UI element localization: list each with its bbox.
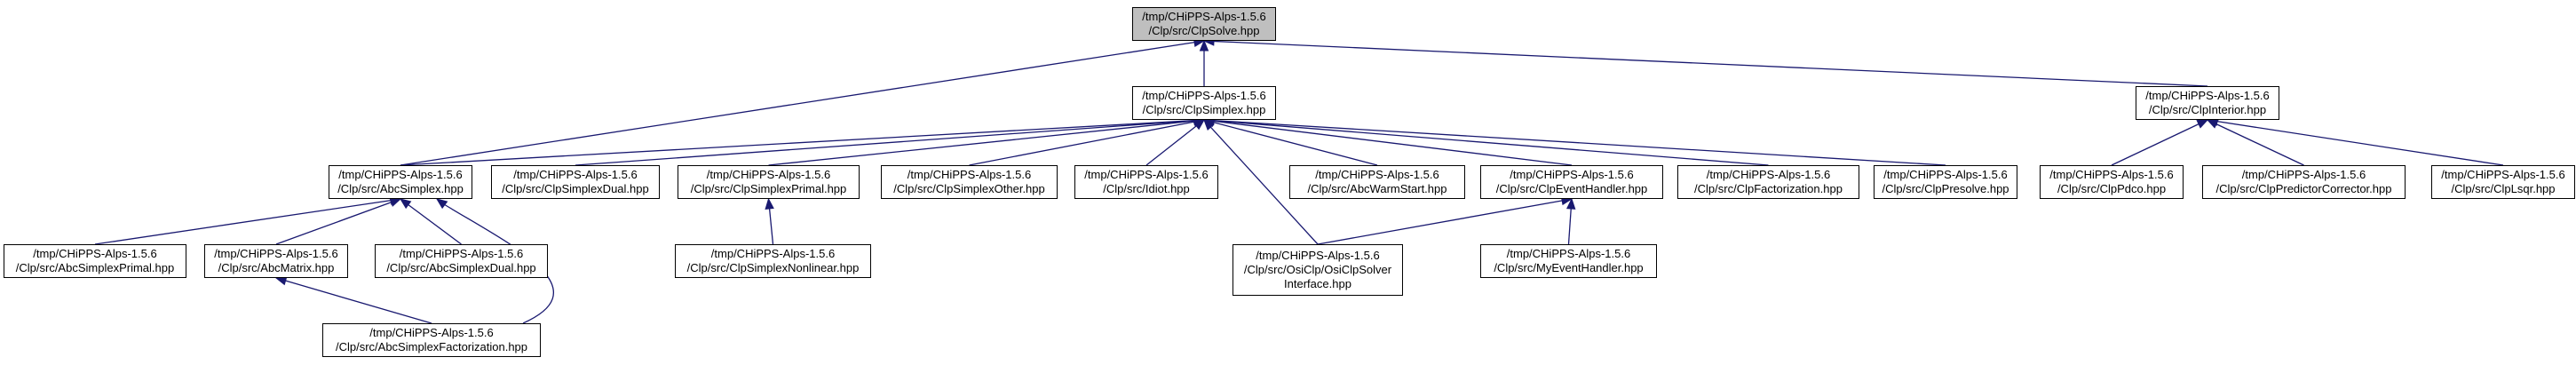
node-label: /tmp/CHiPPS-Alps-1.5.6 /Clp/src/ClpSimpl… [893,168,1045,195]
node-label: /tmp/CHiPPS-Alps-1.5.6 /Clp/src/ClpEvent… [1495,168,1648,195]
node-label: /tmp/CHiPPS-Alps-1.5.6 /Clp/src/ClpPdco.… [2049,168,2174,195]
node-clpinterior[interactable]: /tmp/CHiPPS-Alps-1.5.6 /Clp/src/ClpInter… [2136,86,2279,120]
edge-clpsimplex-to-clpsolve [1199,39,1209,86]
node-idiot[interactable]: /tmp/CHiPPS-Alps-1.5.6 /Clp/src/Idiot.hp… [1074,165,1218,199]
node-clpsimplexnonlinear[interactable]: /tmp/CHiPPS-Alps-1.5.6 /Clp/src/ClpSimpl… [675,244,871,278]
node-label: /tmp/CHiPPS-Alps-1.5.6 /Clp/src/ClpSimpl… [686,247,860,274]
edge-abcsimplexprimal-to-abcsimplex [94,195,402,245]
node-clppredictorcorrector[interactable]: /tmp/CHiPPS-Alps-1.5.6 /Clp/src/ClpPredi… [2202,165,2406,199]
node-label: /tmp/CHiPPS-Alps-1.5.6 /Clp/src/OsiClp/O… [1243,249,1392,290]
node-abcsimplex[interactable]: /tmp/CHiPPS-Alps-1.5.6 /Clp/src/AbcSimpl… [329,165,472,199]
node-clpeventhandler[interactable]: /tmp/CHiPPS-Alps-1.5.6 /Clp/src/ClpEvent… [1480,165,1663,199]
edge-clpinterior-to-clpsolve [1202,36,2208,87]
node-label: /tmp/CHiPPS-Alps-1.5.6 /Clp/src/AbcSimpl… [386,247,536,274]
node-clplsqr[interactable]: /tmp/CHiPPS-Alps-1.5.6 /Clp/src/ClpLsqr.… [2431,165,2575,199]
node-label: /tmp/CHiPPS-Alps-1.5.6 /Clp/src/ClpSimpl… [502,168,649,195]
edge-osiclpsolverinterface-to-clpsimplex [1203,119,1319,245]
node-label: /tmp/CHiPPS-Alps-1.5.6 /Clp/src/ClpSimpl… [1142,89,1266,116]
edge-abcsimplex-to-clpsolve [400,37,1206,166]
edge-clpsimplexnonlinear-to-clpsimplexprimal [765,197,774,245]
node-label: /tmp/CHiPPS-Alps-1.5.6 /Clp/src/AbcSimpl… [337,168,464,195]
node-label: /tmp/CHiPPS-Alps-1.5.6 /Clp/src/AbcMatri… [214,247,338,274]
node-myeventhandler[interactable]: /tmp/CHiPPS-Alps-1.5.6 /Clp/src/MyEventH… [1480,244,1657,278]
node-label: /tmp/CHiPPS-Alps-1.5.6 /Clp/src/ClpSimpl… [690,168,847,195]
node-label: /tmp/CHiPPS-Alps-1.5.6 /Clp/src/ClpSolve… [1142,10,1266,37]
edge-clpfactorization-to-clpsimplex [1202,115,1769,166]
node-label: /tmp/CHiPPS-Alps-1.5.6 /Clp/src/AbcWarmS… [1307,168,1447,195]
node-abcsimplexprimal[interactable]: /tmp/CHiPPS-Alps-1.5.6 /Clp/src/AbcSimpl… [4,244,186,278]
node-clpfactorization[interactable]: /tmp/CHiPPS-Alps-1.5.6 /Clp/src/ClpFacto… [1677,165,1859,199]
node-label: /tmp/CHiPPS-Alps-1.5.6 /Clp/src/AbcSimpl… [15,247,175,274]
node-label: /tmp/CHiPPS-Alps-1.5.6 /Clp/src/ClpLsqr.… [2441,168,2565,195]
edge-clppredictorcorrector-to-clpinterior [2206,119,2304,166]
node-label: /tmp/CHiPPS-Alps-1.5.6 /Clp/src/ClpPredi… [2215,168,2392,195]
node-label: /tmp/CHiPPS-Alps-1.5.6 /Clp/src/ClpPreso… [1882,168,2009,195]
node-label: /tmp/CHiPPS-Alps-1.5.6 /Clp/src/Idiot.hp… [1084,168,1209,195]
node-label: /tmp/CHiPPS-Alps-1.5.6 /Clp/src/MyEventH… [1494,247,1644,274]
node-clpsimplexprimal[interactable]: /tmp/CHiPPS-Alps-1.5.6 /Clp/src/ClpSimpl… [678,165,860,199]
node-abcwarmstart[interactable]: /tmp/CHiPPS-Alps-1.5.6 /Clp/src/AbcWarmS… [1289,165,1465,199]
node-clppresolve[interactable]: /tmp/CHiPPS-Alps-1.5.6 /Clp/src/ClpPreso… [1874,165,2017,199]
node-label: /tmp/CHiPPS-Alps-1.5.6 /Clp/src/ClpInter… [2145,89,2270,116]
edge-abcsimplex-to-clpsimplex [400,115,1206,166]
node-abcmatrix[interactable]: /tmp/CHiPPS-Alps-1.5.6 /Clp/src/AbcMatri… [204,244,348,278]
node-label: /tmp/CHiPPS-Alps-1.5.6 /Clp/src/AbcSimpl… [335,326,528,353]
edge-abcmatrix-to-abcsimplex [275,198,402,245]
node-clpsimplexdual[interactable]: /tmp/CHiPPS-Alps-1.5.6 /Clp/src/ClpSimpl… [491,165,660,199]
edge-myeventhandler-to-clpeventhandler [1565,197,1576,245]
edge-clpsimplexother-to-clpsimplex [969,117,1206,166]
edge-abcsimplexdual-to-abcsimplex [399,198,462,245]
node-abcsimplexfactorization[interactable]: /tmp/CHiPPS-Alps-1.5.6 /Clp/src/AbcSimpl… [322,323,541,357]
edge-clppdco-to-clpinterior [2111,119,2209,166]
node-clpsimplexother[interactable]: /tmp/CHiPPS-Alps-1.5.6 /Clp/src/ClpSimpl… [881,165,1058,199]
edge-idiot-to-clpsimplex [1145,119,1206,166]
node-abcsimplexdual[interactable]: /tmp/CHiPPS-Alps-1.5.6 /Clp/src/AbcSimpl… [375,244,548,278]
edge-abcsimplexfactorization-to-abcmatrix [274,276,432,324]
node-label: /tmp/CHiPPS-Alps-1.5.6 /Clp/src/ClpFacto… [1694,168,1843,195]
edge-osiclpsolverinterface-to-clpeventhandler [1317,195,1573,245]
node-clpsolve[interactable]: /tmp/CHiPPS-Alps-1.5.6 /Clp/src/ClpSolve… [1132,7,1276,41]
node-clpsimplex[interactable]: /tmp/CHiPPS-Alps-1.5.6 /Clp/src/ClpSimpl… [1132,86,1276,120]
node-osiclpsolverinterface[interactable]: /tmp/CHiPPS-Alps-1.5.6 /Clp/src/OsiClp/O… [1233,244,1403,296]
edge-clppresolve-to-clpsimplex [1202,115,1946,166]
node-clppdco[interactable]: /tmp/CHiPPS-Alps-1.5.6 /Clp/src/ClpPdco.… [2040,165,2184,199]
